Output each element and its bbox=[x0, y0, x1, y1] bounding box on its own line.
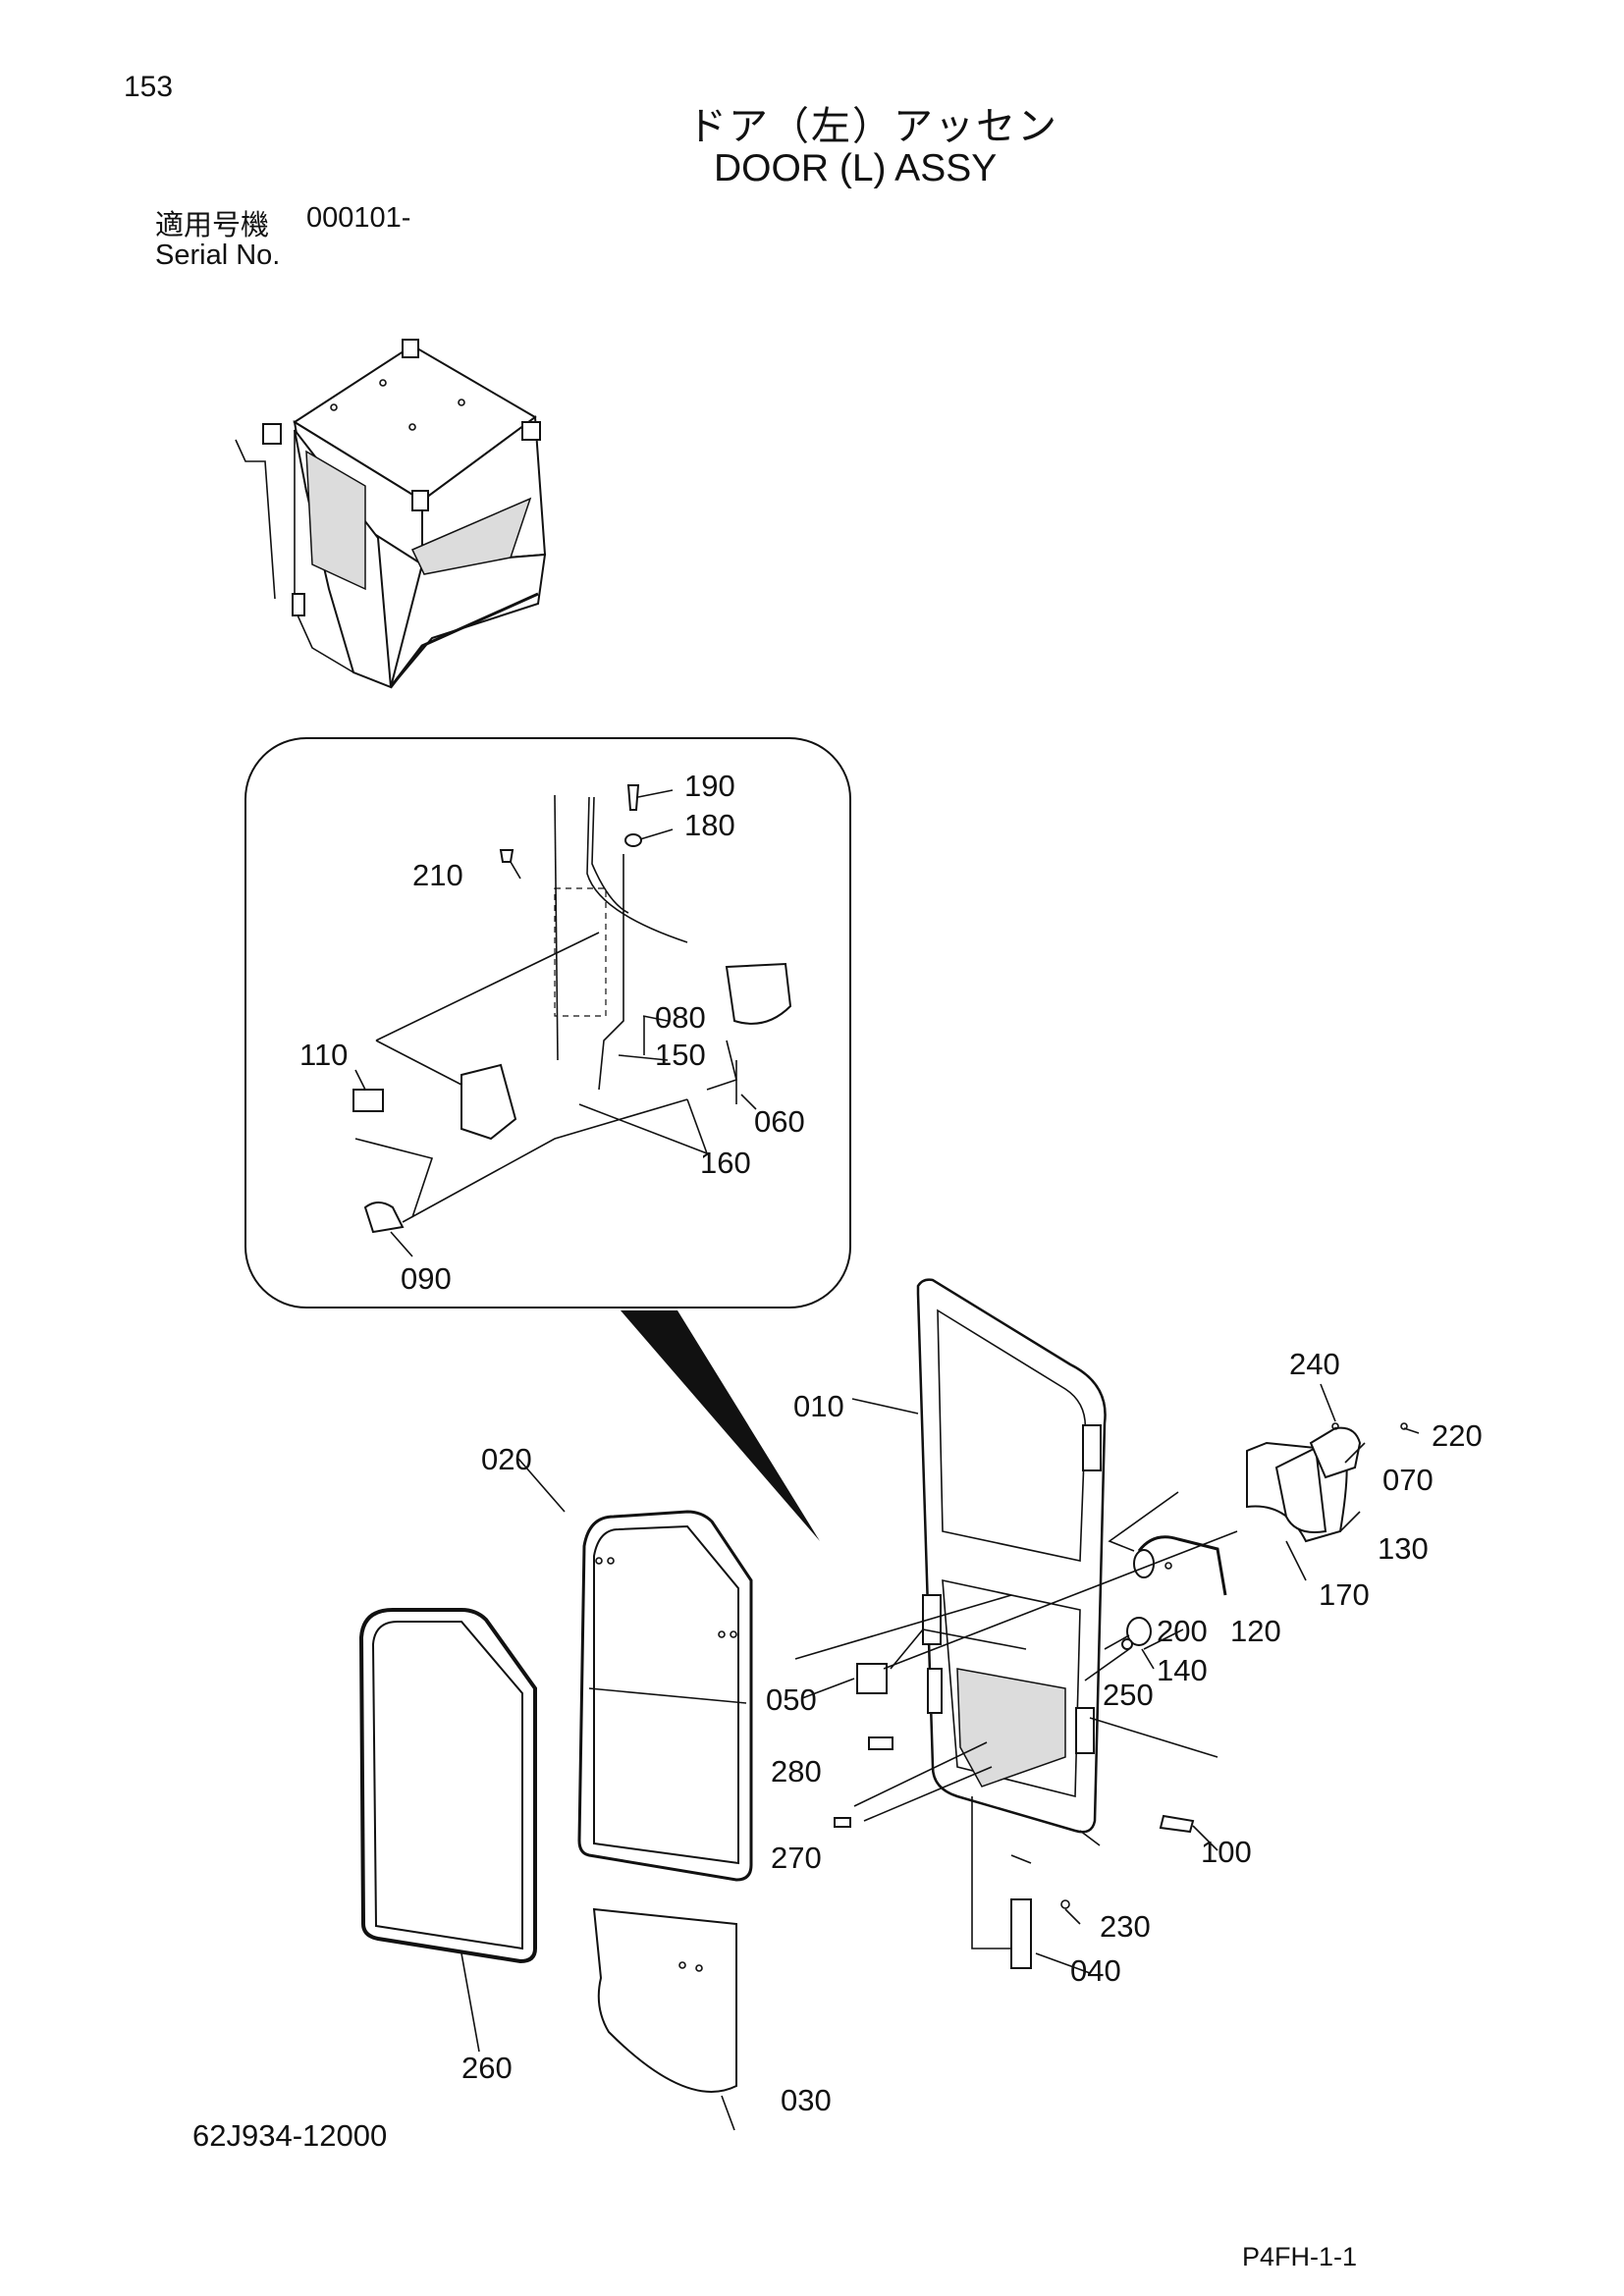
callout-010: 010 bbox=[793, 1389, 844, 1423]
callout-labels: 190 180 210 080 150 110 060 160 090 240 … bbox=[299, 769, 1483, 2117]
callout-250: 250 bbox=[1103, 1678, 1154, 1712]
serial-label-english: Serial No. bbox=[155, 240, 281, 271]
callout-130: 130 bbox=[1378, 1531, 1429, 1566]
callout-080: 080 bbox=[655, 1000, 706, 1035]
serial-number-value: 000101- bbox=[306, 202, 411, 234]
callout-160: 160 bbox=[700, 1146, 751, 1180]
callout-150: 150 bbox=[655, 1038, 706, 1072]
callout-100: 100 bbox=[1201, 1835, 1252, 1869]
callout-270: 270 bbox=[771, 1841, 822, 1875]
callout-200: 200 bbox=[1157, 1614, 1208, 1648]
callout-110: 110 bbox=[299, 1038, 348, 1072]
leader-lines bbox=[460, 1383, 1420, 2131]
callout-220: 220 bbox=[1432, 1418, 1483, 1453]
latch-detail-inset bbox=[244, 737, 851, 1541]
callout-140: 140 bbox=[1157, 1653, 1208, 1687]
small-hardware-illustration bbox=[834, 1422, 1408, 1969]
callout-030: 030 bbox=[781, 2083, 832, 2117]
callout-040: 040 bbox=[1070, 1953, 1121, 1988]
callout-280: 280 bbox=[771, 1754, 822, 1789]
callout-170: 170 bbox=[1319, 1577, 1370, 1612]
page-title-english: DOOR (L) ASSY bbox=[714, 147, 998, 189]
page-number: 153 bbox=[124, 71, 174, 103]
drawing-number: 62J934-12000 bbox=[192, 2118, 388, 2153]
callout-230: 230 bbox=[1100, 1909, 1151, 1944]
callout-060: 060 bbox=[754, 1104, 805, 1139]
glass-and-seals-illustration bbox=[358, 1510, 753, 2093]
callout-260: 260 bbox=[461, 2051, 513, 2085]
callout-090: 090 bbox=[401, 1261, 452, 1296]
callout-210: 210 bbox=[412, 858, 463, 892]
callout-050: 050 bbox=[766, 1682, 817, 1717]
page-code: P4FH-1-1 bbox=[1242, 2242, 1358, 2271]
callout-070: 070 bbox=[1382, 1463, 1434, 1497]
page-title-japanese: ドア（左）アッセン bbox=[687, 104, 1058, 149]
callout-180: 180 bbox=[684, 808, 735, 842]
callout-020: 020 bbox=[481, 1442, 532, 1476]
door-frame-illustration bbox=[916, 1278, 1107, 1834]
callout-240: 240 bbox=[1289, 1347, 1340, 1381]
serial-label-japanese: 適用号機 bbox=[155, 208, 270, 241]
callout-120: 120 bbox=[1230, 1614, 1281, 1648]
callout-190: 190 bbox=[684, 769, 735, 803]
cab-overview-illustration bbox=[235, 339, 547, 689]
